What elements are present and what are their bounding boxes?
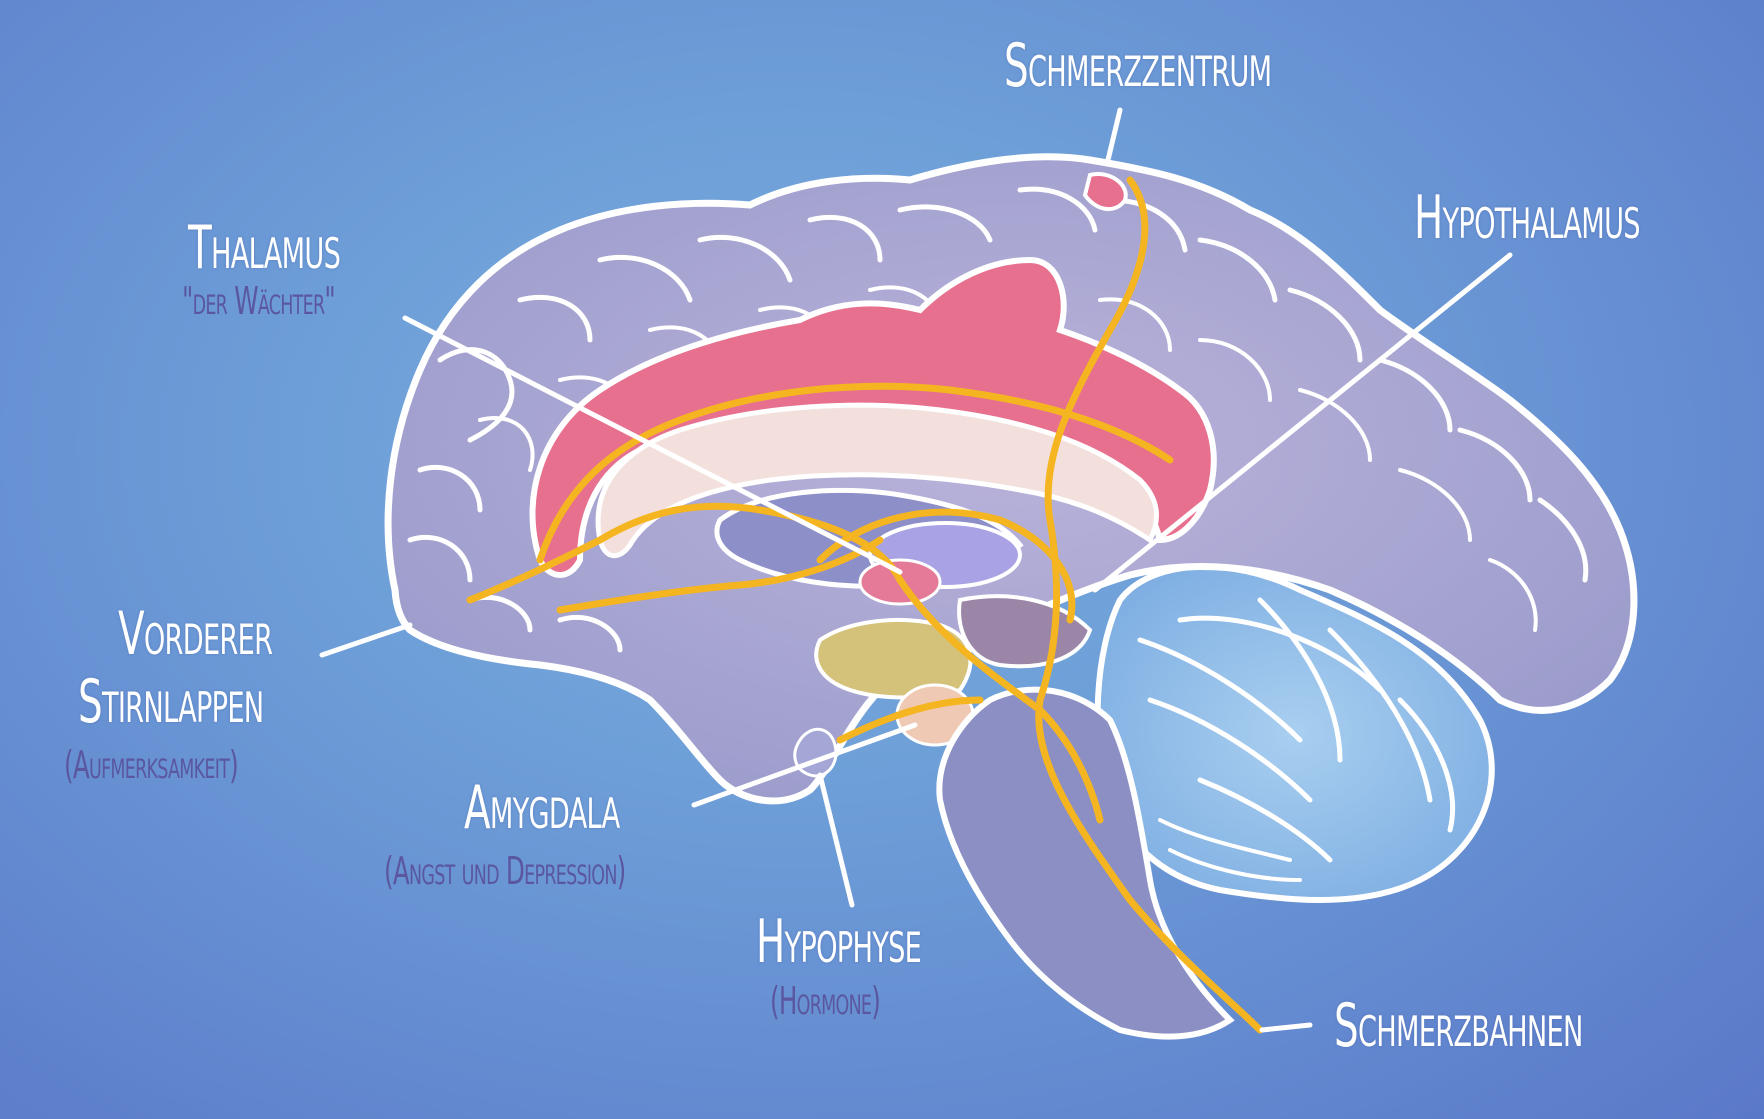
label-schmerzzentrum: Schmerzzentrum <box>1004 36 1271 96</box>
label-amygdala: Amygdala <box>464 778 619 838</box>
leader-stirnlappen <box>322 625 410 655</box>
label-hypophyse-sub: (Hormone) <box>770 982 880 1020</box>
label-schmerzbahnen: Schmerzbahnen <box>1334 996 1583 1056</box>
label-thalamus: Thalamus <box>188 218 340 278</box>
leader-schmerzbahnen <box>1262 1025 1310 1030</box>
label-stirnlappen-sub: (Aufmerksamkeit) <box>64 746 238 784</box>
leader-schmerzzentrum <box>1108 110 1120 160</box>
label-stirnlappen: Stirnlappen <box>78 672 263 732</box>
label-hypophyse: Hypophyse <box>756 912 921 972</box>
pituitary-structure <box>795 729 836 776</box>
label-vorderer: Vorderer <box>118 604 272 664</box>
label-hypothalamus: Hypothalamus <box>1414 188 1640 248</box>
label-amygdala-sub: (Angst und Depression) <box>384 852 626 890</box>
leader-hypophyse <box>820 775 852 905</box>
label-thalamus-sub: "der Wächter" <box>182 282 335 320</box>
